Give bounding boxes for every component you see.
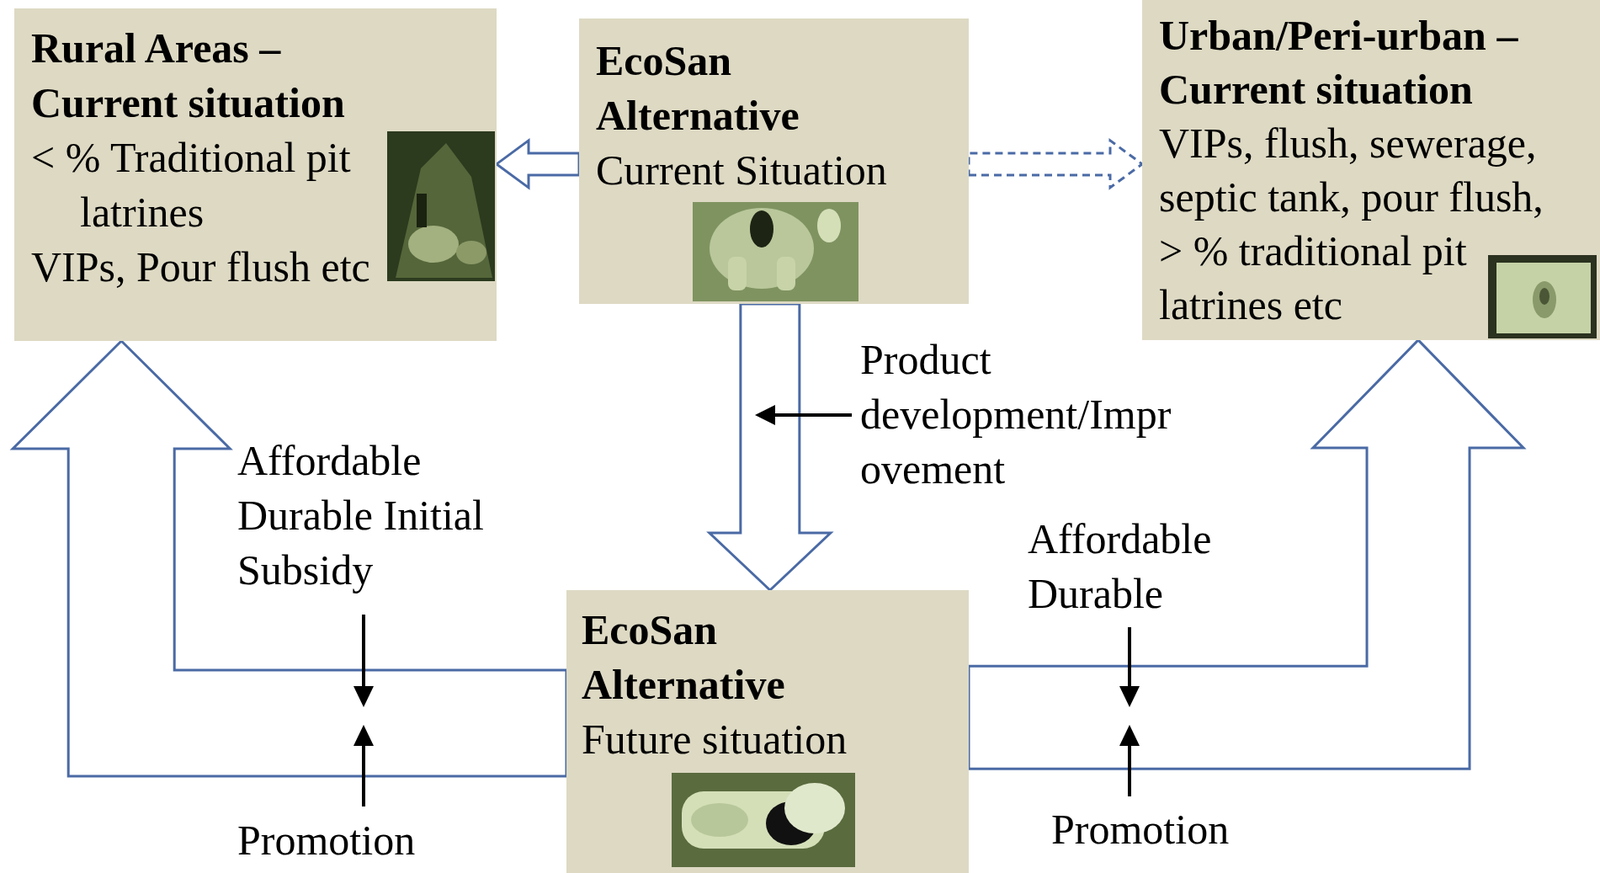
pointer-line — [1127, 627, 1132, 692]
block-arrow — [968, 140, 1143, 188]
process-box: EcoSan AlternativeCurrent Situation — [579, 18, 969, 304]
box-text: < % Traditional pit latrines — [31, 130, 432, 240]
pointer-line — [1127, 740, 1132, 797]
block-arrow — [496, 140, 580, 188]
promotion-label: Promotion — [237, 814, 415, 866]
pointer-head — [353, 724, 374, 746]
pointer-line — [361, 740, 366, 807]
box-text: VIPs, flush, sewerage, septic tank, pour… — [1158, 116, 1563, 332]
edge-label: Affordable Durable — [1027, 511, 1239, 622]
pointer-head — [754, 404, 776, 426]
edge-label: Product development/Improvement — [860, 332, 1181, 497]
edge-label: Affordable Durable Initial Subsidy — [237, 433, 499, 598]
process-box: Rural Areas – Current situation< % Tradi… — [14, 8, 497, 341]
pointer-line — [361, 614, 366, 692]
box-text: Current Situation — [595, 143, 952, 198]
process-box: EcoSan AlternativeFuture situation — [566, 590, 969, 873]
box-heading: Urban/Peri-urban – Current situation — [1158, 8, 1563, 117]
pointer-line — [770, 413, 852, 417]
box-heading: EcoSan Alternative — [581, 602, 835, 713]
box-text: Future situation — [581, 712, 952, 767]
pointer-head — [1119, 685, 1140, 707]
block-arrow — [12, 340, 567, 777]
box-heading: Rural Areas – Current situation — [31, 21, 383, 131]
pointer-head — [353, 685, 374, 707]
box-heading: EcoSan Alternative — [595, 33, 849, 144]
process-box: Urban/Peri-urban – Current situationVIPs… — [1142, 0, 1600, 341]
promotion-label: Promotion — [1051, 803, 1229, 855]
box-text: VIPs, Pour flush etc — [31, 239, 383, 295]
pointer-head — [1119, 724, 1140, 746]
block-arrow — [709, 303, 831, 591]
